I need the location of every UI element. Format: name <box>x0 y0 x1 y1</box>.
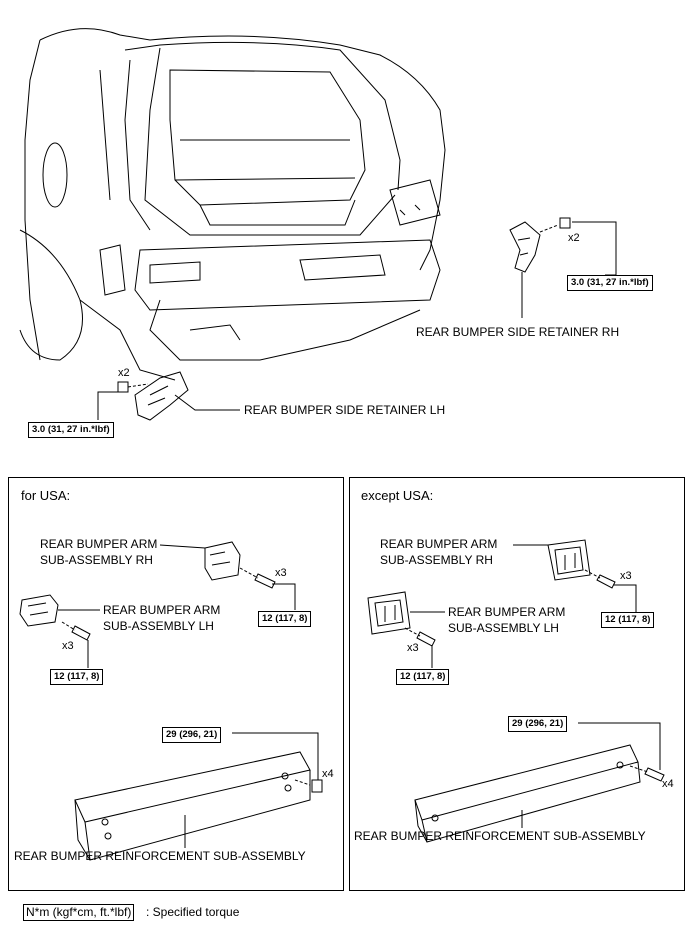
except-usa-reinforcement-label: REAR BUMPER REINFORCEMENT SUB-ASSEMBLY <box>354 829 646 843</box>
vehicle-rear-illustration <box>19 28 446 381</box>
rh-retainer-torque-box: 3.0 (31, 27 in.*lbf) <box>567 275 653 291</box>
legend-text: : Specified torque <box>146 905 240 919</box>
except-usa-reinforcement-drawing <box>414 722 665 843</box>
side-retainer-lh-drawing <box>97 371 240 421</box>
except-usa-arm-rh-drawing <box>513 539 637 612</box>
usa-reinforcement-drawing <box>74 732 323 861</box>
except-usa-arm-rh-label-line2: SUB-ASSEMBLY RH <box>380 553 493 567</box>
usa-arm-lh-qty: x3 <box>62 640 74 652</box>
usa-arm-rh-torque-box: 12 (117, 8) <box>258 611 312 627</box>
side-retainer-rh-drawing <box>509 217 617 318</box>
usa-reinforcement-qty: x4 <box>322 768 334 780</box>
usa-reinforcement-label: REAR BUMPER REINFORCEMENT SUB-ASSEMBLY <box>14 849 306 863</box>
except-usa-arm-rh-torque-box: 12 (117, 8) <box>601 612 655 628</box>
panel-for-usa <box>8 477 344 891</box>
usa-arm-lh-drawing <box>19 594 100 668</box>
panel-except-usa-title: except USA: <box>361 488 434 503</box>
panel-except-usa <box>349 477 685 891</box>
legend-unit-box: N*m (kgf*cm, ft.*lbf) <box>23 904 135 921</box>
usa-arm-rh-label-line1: REAR BUMPER ARM <box>40 537 158 551</box>
except-usa-reinforcement-qty: x4 <box>662 778 674 790</box>
usa-arm-rh-qty: x3 <box>275 567 287 579</box>
usa-arm-rh-drawing <box>159 541 296 610</box>
rh-retainer-qty: x2 <box>568 232 580 244</box>
lh-retainer-qty: x2 <box>118 367 130 379</box>
usa-reinforcement-torque-box: 29 (296, 21) <box>162 727 222 743</box>
panel-for-usa-title: for USA: <box>21 488 71 503</box>
except-usa-arm-lh-torque-box: 12 (117, 8) <box>396 669 450 685</box>
except-usa-arm-rh-qty: x3 <box>620 570 632 582</box>
except-usa-arm-lh-label-line1: REAR BUMPER ARM <box>448 605 566 619</box>
lh-retainer-label: REAR BUMPER SIDE RETAINER LH <box>244 403 446 417</box>
except-usa-reinforcement-torque-box: 29 (296, 21) <box>508 716 568 732</box>
except-usa-arm-lh-label-line2: SUB-ASSEMBLY LH <box>448 621 559 635</box>
usa-arm-lh-label-line2: SUB-ASSEMBLY LH <box>103 619 214 633</box>
lh-retainer-torque-box: 3.0 (31, 27 in.*lbf) <box>28 422 114 438</box>
usa-arm-lh-torque-box: 12 (117, 8) <box>50 669 104 685</box>
except-usa-arm-lh-qty: x3 <box>407 642 419 654</box>
except-usa-arm-lh-drawing <box>367 591 445 668</box>
rh-retainer-label: REAR BUMPER SIDE RETAINER RH <box>416 325 620 339</box>
except-usa-arm-rh-label-line1: REAR BUMPER ARM <box>380 537 498 551</box>
usa-arm-rh-label-line2: SUB-ASSEMBLY RH <box>40 553 153 567</box>
usa-arm-lh-label-line1: REAR BUMPER ARM <box>103 603 221 617</box>
